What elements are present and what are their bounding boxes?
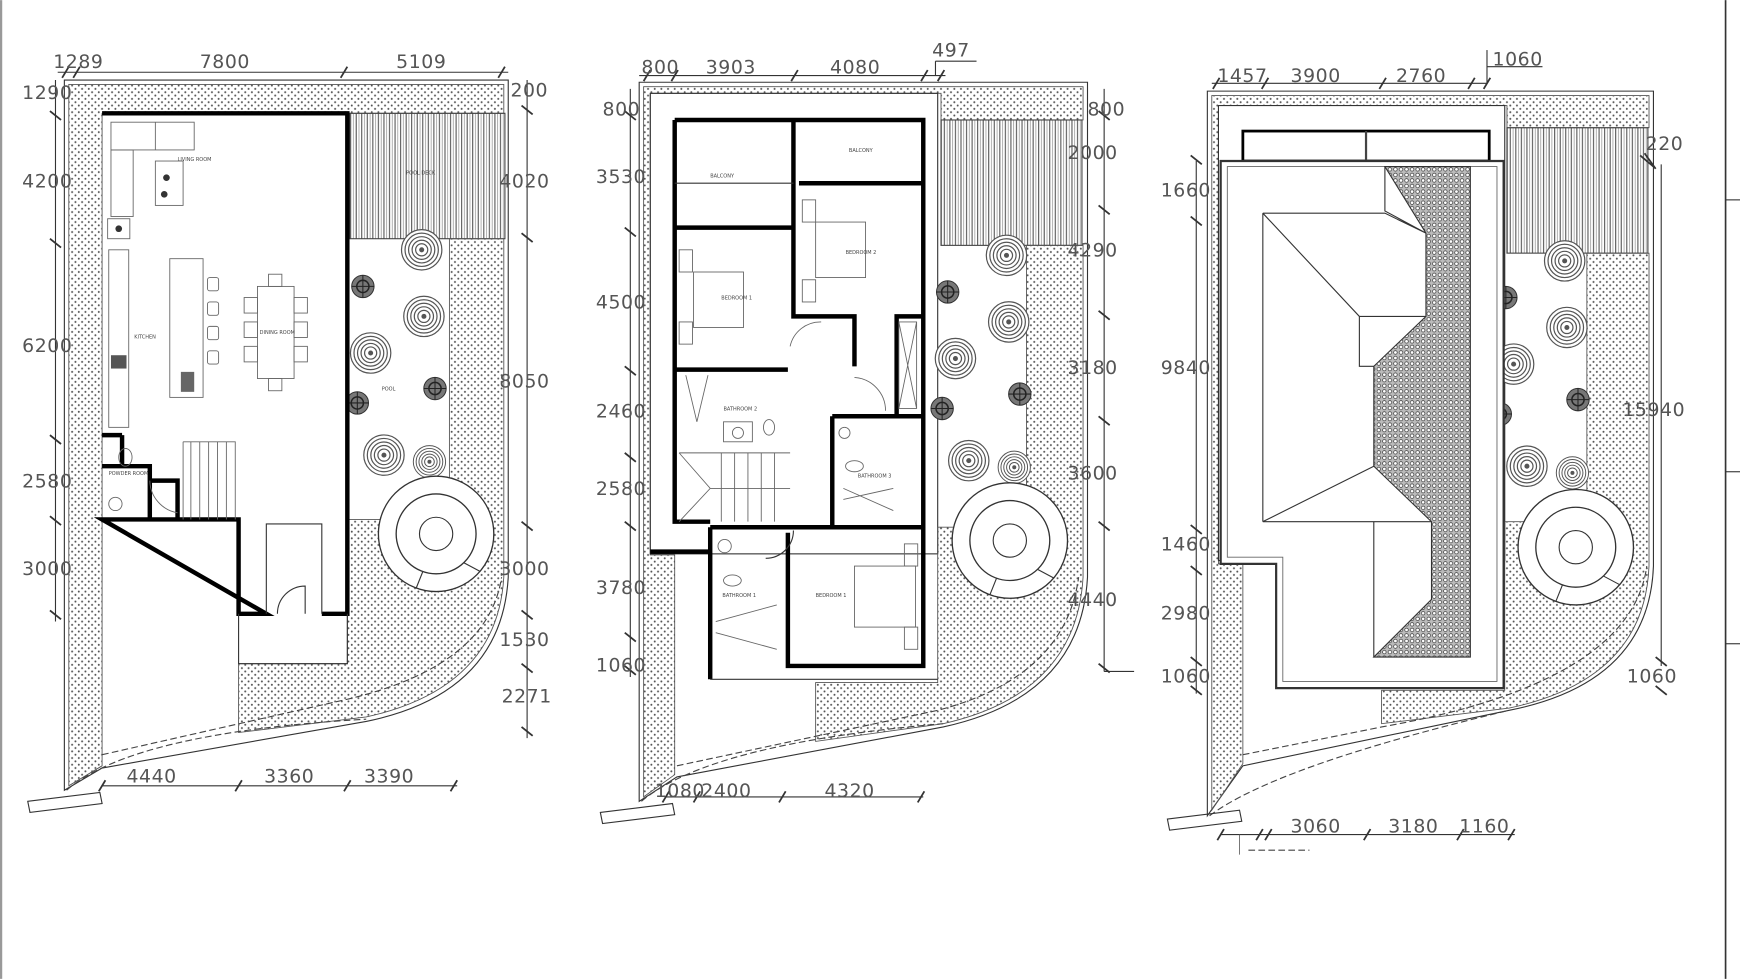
room-label: DINING ROOM — [260, 330, 295, 336]
first-floor-plan: BALCONY BALCONY BEDROOM 1 BEDROOM 2 BATH… — [596, 40, 1135, 825]
room-label: BEDROOM 1 — [816, 593, 847, 599]
site-boundary — [1206, 90, 1654, 818]
dimension-label: 4500 — [596, 292, 646, 314]
fire-pit — [1517, 488, 1635, 606]
dimension-label: 2980 — [1161, 602, 1211, 624]
room-label: BALCONY — [849, 148, 874, 154]
dimension-label: 1289 — [53, 51, 103, 73]
house-outline — [649, 92, 939, 555]
dimension-label: 3000 — [499, 558, 549, 580]
room-label: POOL DECK — [406, 170, 436, 176]
driveway-dashed — [1242, 565, 1648, 756]
house-walls — [93, 111, 350, 617]
driveway-dashed — [676, 577, 1080, 767]
room-label: POWDER ROOM — [109, 471, 149, 477]
entry-step — [599, 802, 676, 825]
dimension-label: 6200 — [22, 335, 72, 357]
pool-deck — [348, 112, 506, 240]
dimension-label: 4290 — [1068, 239, 1118, 261]
dimension-label: 2580 — [22, 470, 72, 492]
dimension-label: 4200 — [22, 171, 72, 193]
pool-deck — [940, 119, 1083, 246]
dimension-label: 1460 — [1161, 534, 1211, 556]
dimension-label: 2271 — [502, 686, 552, 708]
room-label: POOL — [382, 387, 396, 393]
dimension-label: 220 — [1646, 133, 1684, 155]
dimension-label: 5109 — [396, 51, 446, 73]
roof-hip-lines — [1262, 166, 1432, 658]
dimension-label: 1060 — [1493, 49, 1543, 71]
dimension-label: 3180 — [1388, 815, 1438, 837]
dimension-label: 4020 — [499, 171, 549, 193]
dimension-label: 800 — [641, 56, 679, 78]
dimension-label: 1457 — [1217, 65, 1267, 87]
room-label: KITCHEN — [134, 335, 156, 341]
fire-pit — [951, 482, 1069, 599]
dimension-label: 3180 — [1068, 357, 1118, 379]
dimension-label: 1160 — [1459, 815, 1509, 837]
dimension-label: 3360 — [264, 765, 314, 787]
room-label: BATHROOM 3 — [858, 473, 892, 479]
dimension-label: 4440 — [127, 765, 177, 787]
dimension-label: 2460 — [596, 400, 646, 422]
garden-dotted-strip — [238, 238, 505, 734]
fire-pit — [377, 475, 495, 593]
dimension-label: 1060 — [1627, 666, 1677, 688]
dimension-label: 1290 — [22, 82, 72, 104]
site-boundary — [638, 81, 1089, 803]
room-label: LIVING ROOM — [178, 157, 212, 163]
dimension-label: 3390 — [364, 765, 414, 787]
dimension-label: 4080 — [830, 56, 880, 78]
driveway-dashed — [101, 577, 503, 756]
dimension-label: 2760 — [1396, 65, 1446, 87]
dimension-label: 3600 — [1068, 463, 1118, 485]
dimension-label: 1080 — [655, 780, 705, 802]
room-label: BATHROOM 1 — [722, 593, 756, 599]
dimension-label: 3903 — [706, 56, 756, 78]
dimension-label: 3530 — [596, 166, 646, 188]
dimension-label: 4440 — [1068, 589, 1118, 611]
entry-step — [1166, 809, 1243, 831]
dimension-label: 1060 — [1161, 666, 1211, 688]
dimension-label: 8050 — [499, 370, 549, 392]
dimension-label: 9840 — [1161, 357, 1211, 379]
dimension-label: 800 — [1087, 99, 1125, 121]
dimension-label: 497 — [932, 40, 970, 62]
room-label: BATHROOM 2 — [724, 407, 758, 413]
dimension-label: 3000 — [22, 558, 72, 580]
dimension-label: 7800 — [200, 51, 250, 73]
house-walls — [672, 117, 926, 680]
dimension-label: 1060 — [596, 654, 646, 676]
dimension-label: 2580 — [596, 478, 646, 500]
ground-floor-plan: LIVING ROOM KITCHEN DINING ROOM POOL DEC… — [22, 51, 552, 814]
dimension-label: 2000 — [1068, 142, 1118, 164]
dimension-label: 1530 — [499, 629, 549, 651]
pool-deck — [1506, 127, 1649, 254]
dimension-label: 200 — [510, 80, 548, 102]
room-label: BALCONY — [710, 174, 735, 180]
site-boundary — [63, 79, 509, 792]
garden-dotted-strip — [1381, 252, 1650, 725]
dimension-label: 1660 — [1161, 180, 1211, 202]
roof-plan: 1457 3900 2760 1060 1660 9840 1460 2980 … — [1161, 0, 1740, 979]
entry-step — [27, 791, 103, 814]
dimension-label: 4320 — [825, 780, 875, 802]
room-label: BEDROOM 2 — [846, 250, 877, 256]
dimension-label: 15940 — [1622, 399, 1685, 421]
dimension-label: 800 — [603, 99, 641, 121]
dimension-label: 2400 — [701, 780, 751, 802]
garden-dotted-strip — [815, 244, 1084, 742]
dimension-label: 3900 — [1291, 65, 1341, 87]
dimension-label: 3780 — [596, 577, 646, 599]
room-label: BEDROOM 1 — [721, 296, 752, 302]
dimension-label: 3060 — [1291, 815, 1341, 837]
